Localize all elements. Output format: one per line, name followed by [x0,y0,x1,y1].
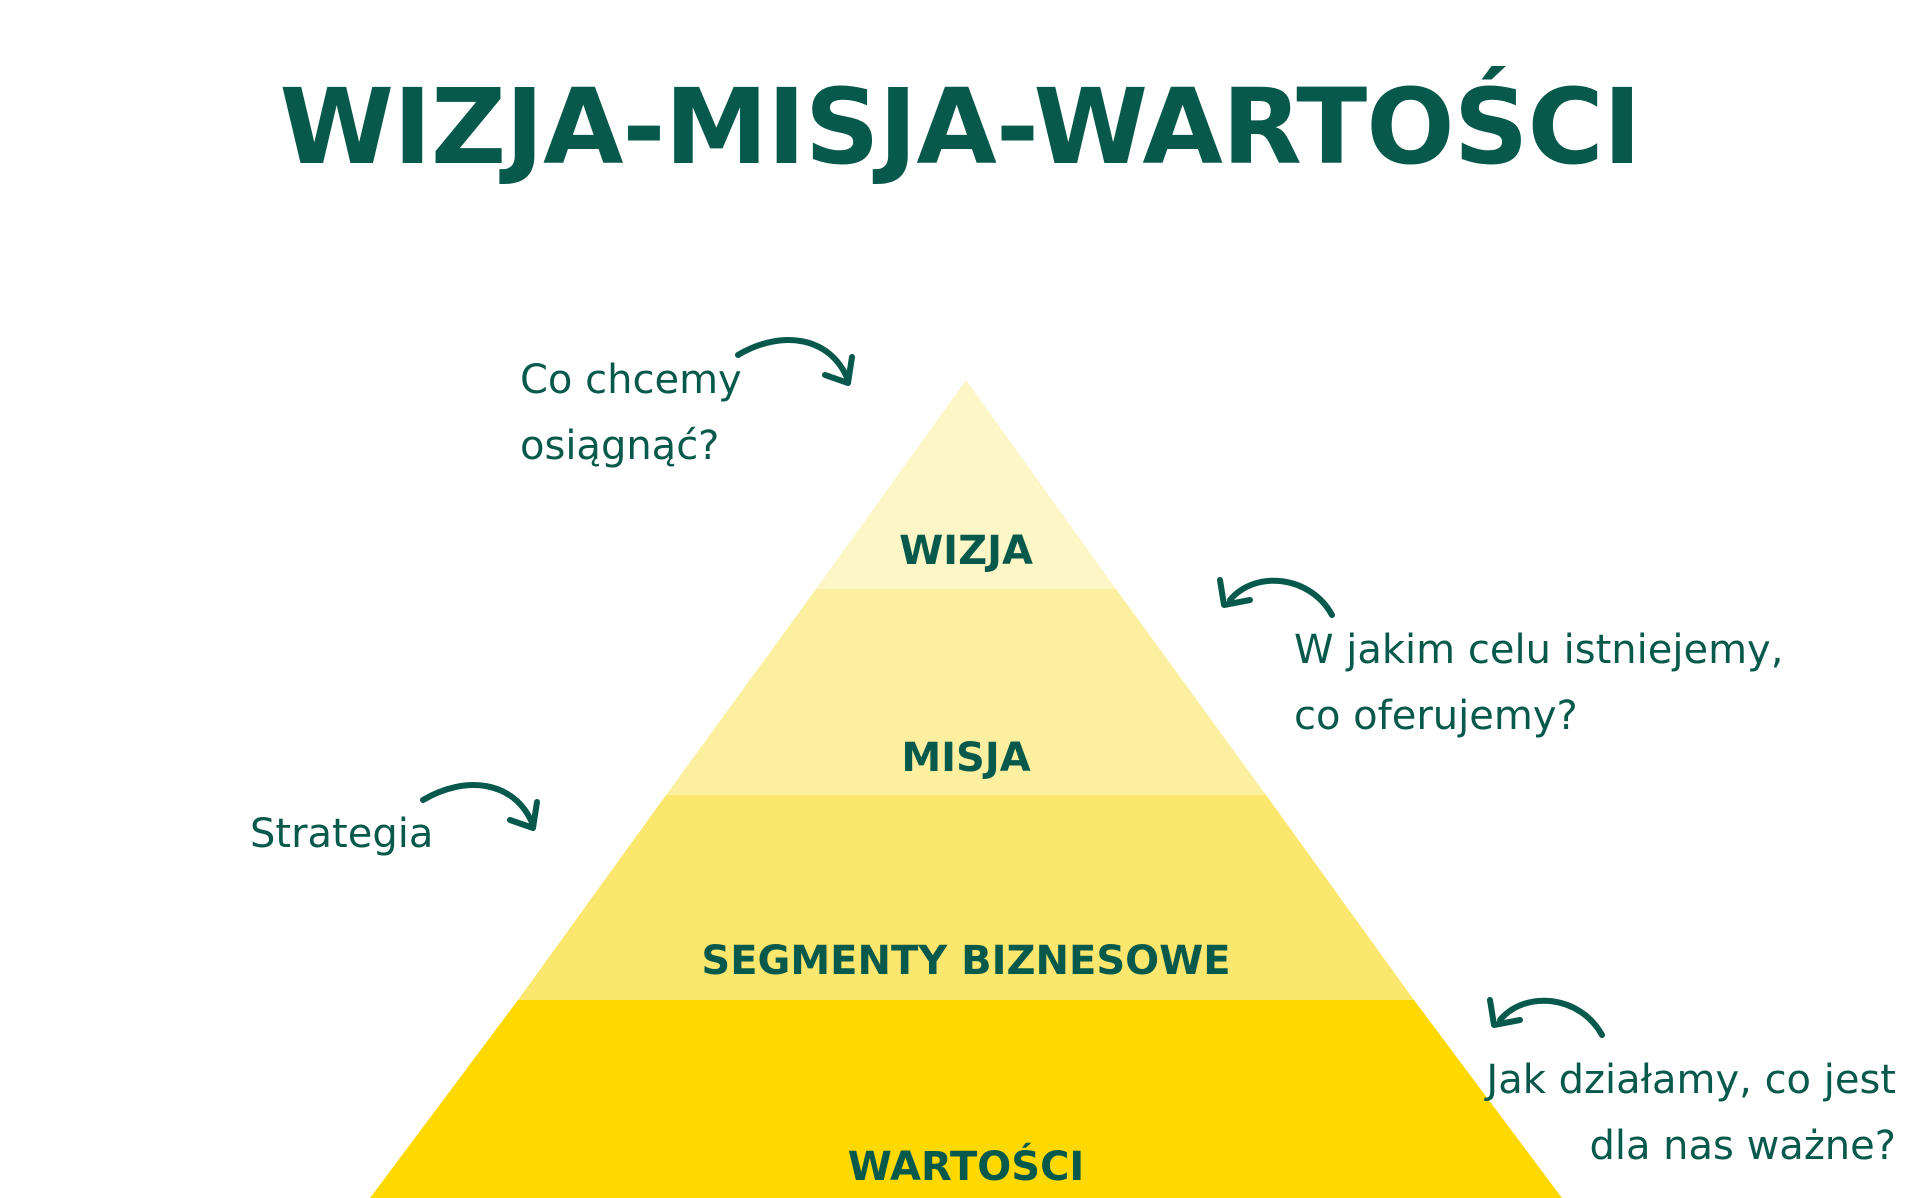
annotation-mission-line-1: W jakim celu istniejemy, [1294,627,1784,673]
annotation-values-line-2: dla nas ważne? [1589,1123,1896,1169]
curved-arrow-icon [1487,997,1605,1038]
page-title: WIZJA-MISJA-WARTOŚCI [279,66,1641,188]
annotation-mission: W jakim celu istniejemy, co oferujemy? [1294,617,1783,749]
annotation-values: Jak działamy, co jest dla nas ważne? [1486,1047,1896,1179]
pyramid-label-values: WARTOŚCI [848,1142,1085,1190]
pyramid-label-mission: MISJA [901,735,1030,781]
pyramid-level-values [370,1000,1562,1198]
pyramid-label-business-segments: SEGMENTY BIZNESOWE [701,938,1230,984]
curved-arrow-icon [735,337,855,386]
annotation-vision-line-2: osiągnąć? [520,423,720,469]
annotation-strategy-line-1: Strategia [250,811,434,857]
pyramid-level-business-segments [518,795,1414,1000]
annotation-values-line-1: Jak działamy, co jest [1486,1057,1896,1103]
annotation-vision: Co chcemy osiągnąć? [520,347,742,479]
pyramid-level-vision [816,380,1116,589]
pyramid-level-mission [666,589,1266,795]
annotation-mission-line-2: co oferujemy? [1294,693,1578,739]
annotation-vision-line-1: Co chcemy [520,357,742,403]
curved-arrow-icon [1217,577,1335,618]
annotation-strategy: Strategia [250,801,433,867]
curved-arrow-icon [420,782,540,831]
pyramid-label-vision: WIZJA [899,528,1033,574]
